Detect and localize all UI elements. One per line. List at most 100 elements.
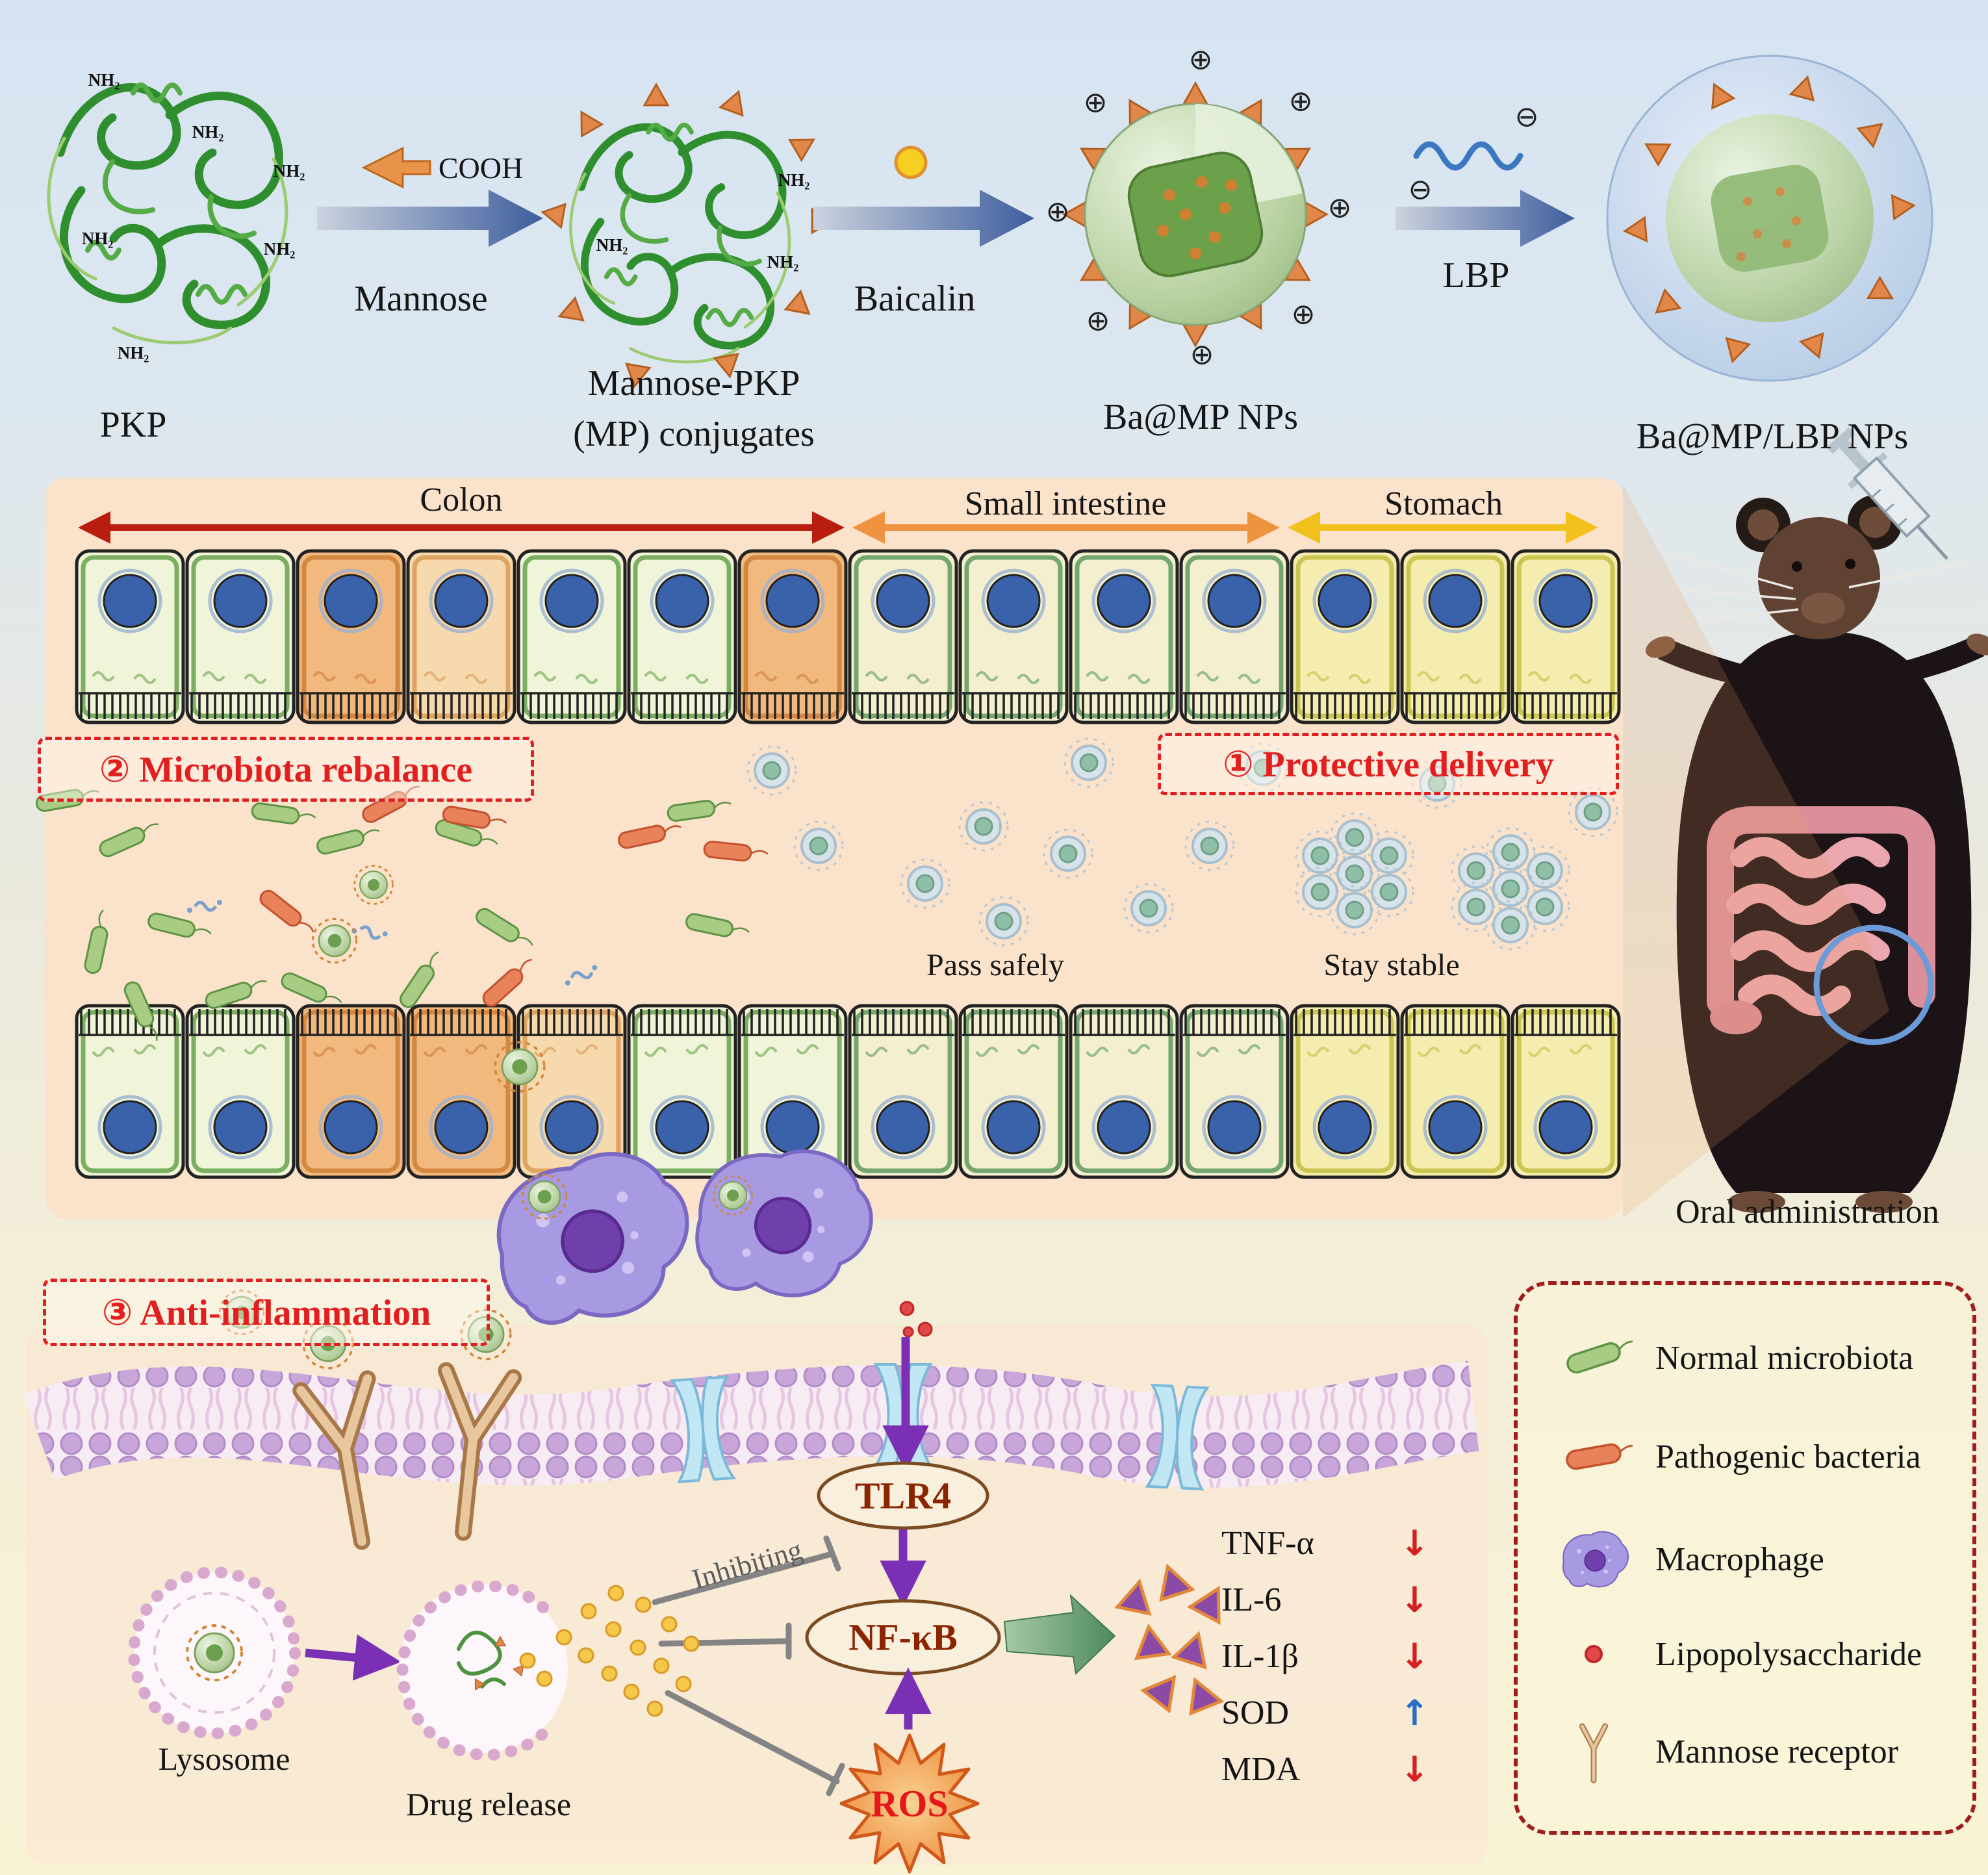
lbp-step-label: LBP bbox=[1442, 255, 1510, 296]
nh2-label: NH₂ bbox=[778, 170, 810, 190]
lysosome-group bbox=[128, 1566, 700, 1761]
protective-delivery-callout: ① Protective delivery bbox=[1158, 733, 1619, 795]
normal-microbiota-icon bbox=[1551, 1331, 1636, 1385]
encapsulated-drug-dots bbox=[1737, 187, 1801, 261]
mouse-head bbox=[1758, 517, 1880, 639]
mannose-cooh-arrow-icon bbox=[361, 146, 431, 189]
mannose-step-label: Mannose bbox=[354, 279, 488, 319]
nh2-label: NH₂ bbox=[596, 235, 628, 255]
plus-charge: ⊕ bbox=[1188, 43, 1213, 77]
marker-name: MDA bbox=[1221, 1751, 1301, 1788]
baicalin-dot-icon bbox=[894, 146, 928, 179]
baicalin-step-label: Baicalin bbox=[854, 279, 976, 319]
legend-item-macrophage: Macrophage bbox=[1551, 1528, 1959, 1590]
bamp-nps-label: Ba@MP NPs bbox=[1102, 397, 1299, 437]
mouse bbox=[1646, 427, 1988, 1213]
lysosome-label: Lysosome bbox=[158, 1741, 290, 1777]
marker-row-il1b: IL-1β ↓ bbox=[1221, 1636, 1429, 1677]
mp-conjugate-label-line1: Mannose-PKP bbox=[587, 363, 800, 403]
legend-label: Pathogenic bacteria bbox=[1655, 1438, 1921, 1475]
lipopolysaccharide-icon bbox=[1551, 1635, 1636, 1674]
bamp-sphere bbox=[1063, 82, 1328, 347]
pathogenic-bacteria-icon bbox=[1551, 1429, 1636, 1484]
nh2-label: NH₂ bbox=[767, 252, 799, 272]
marker-name: TNF-α bbox=[1221, 1525, 1314, 1562]
marker-row-sod: SOD ↑ bbox=[1221, 1692, 1429, 1733]
up-arrow-icon: ↑ bbox=[1399, 1692, 1429, 1733]
microbiota-rebalance-callout: ② Microbiota rebalance bbox=[38, 737, 534, 802]
membrane-proteins bbox=[218, 1289, 1207, 1547]
nh2-label: NH₂ bbox=[88, 70, 120, 90]
tlr4-node bbox=[817, 1461, 989, 1530]
bamplbp-sphere bbox=[1606, 55, 1933, 382]
marker-row-mda: MDA ↓ bbox=[1221, 1749, 1429, 1790]
stay-stable-label: Stay stable bbox=[1323, 948, 1460, 982]
plus-charge: ⊕ bbox=[1291, 298, 1316, 331]
tlr4-label: TLR4 bbox=[854, 1474, 952, 1517]
bamplbp-nps-label: Ba@MP/LBP NPs bbox=[1636, 416, 1909, 457]
pkp-protein bbox=[49, 85, 287, 343]
nh2-label: NH₂ bbox=[117, 343, 149, 363]
pkp-label: PKP bbox=[99, 405, 167, 445]
ros-label: ROS bbox=[871, 1782, 949, 1825]
drug-dots bbox=[519, 1585, 700, 1717]
legend-item-pathogenic-bacteria: Pathogenic bacteria bbox=[1551, 1429, 1959, 1484]
step1-arrow bbox=[317, 190, 543, 247]
syringe-icon bbox=[1826, 427, 1949, 560]
minus-charge: ⊖ bbox=[1514, 100, 1539, 134]
mannose-receptor-icon bbox=[1551, 1718, 1636, 1785]
nh2-label: NH₂ bbox=[192, 122, 224, 142]
lps-dot bbox=[902, 1326, 914, 1338]
nh2-label: NH₂ bbox=[81, 229, 114, 248]
legend-box: Normal microbiota Pathogenic bacteria Ma… bbox=[1514, 1281, 1976, 1835]
legend-item-normal-microbiota: Normal microbiota bbox=[1551, 1331, 1959, 1385]
mouse-intestines bbox=[1707, 806, 1935, 1034]
drug-release-label: Drug release bbox=[405, 1786, 572, 1822]
step2-arrow bbox=[813, 190, 1034, 247]
cytokine-release-arrow bbox=[1003, 1594, 1116, 1676]
marker-name: SOD bbox=[1221, 1694, 1290, 1731]
lps-dot bbox=[899, 1301, 915, 1316]
down-arrow-icon: ↓ bbox=[1399, 1579, 1429, 1620]
ros-burst bbox=[839, 1733, 980, 1874]
lps-dot bbox=[917, 1321, 933, 1337]
legend-label: Macrophage bbox=[1655, 1540, 1824, 1578]
synthesis-row bbox=[49, 55, 1933, 390]
plus-charge: ⊕ bbox=[1288, 84, 1313, 118]
small-intestine-label: Small intestine bbox=[964, 485, 1167, 522]
legend-label: Lipopolysaccharide bbox=[1655, 1635, 1922, 1673]
legend-label: Mannose receptor bbox=[1655, 1733, 1898, 1770]
mp-conjugate-label-line2: (MP) conjugates bbox=[573, 414, 815, 454]
down-arrow-icon: ↓ bbox=[1399, 1749, 1429, 1790]
nh2-label: NH₂ bbox=[263, 239, 296, 259]
cooh-label: COOH bbox=[438, 151, 524, 185]
cell-membrane bbox=[23, 1360, 1479, 1488]
step3-arrow bbox=[1395, 190, 1575, 247]
lbp-chain-icon bbox=[1413, 141, 1523, 171]
down-arrow-icon: ↓ bbox=[1399, 1636, 1429, 1677]
signaling bbox=[652, 1337, 1116, 1796]
marker-name: IL-1β bbox=[1221, 1638, 1299, 1675]
cytokine-triangles bbox=[1114, 1563, 1225, 1716]
nh2-label: NH₂ bbox=[273, 161, 305, 181]
minus-charge: ⊖ bbox=[1408, 173, 1433, 207]
legend-item-mannose-receptor: Mannose receptor bbox=[1551, 1718, 1959, 1785]
down-arrow-icon: ↓ bbox=[1399, 1523, 1429, 1564]
inhibition-lines bbox=[652, 1535, 845, 1796]
plus-charge: ⊕ bbox=[1045, 195, 1070, 229]
mouse-whiskers bbox=[1663, 552, 1969, 625]
colon-label: Colon bbox=[420, 481, 503, 518]
zoom-beam bbox=[1623, 485, 1889, 1218]
plus-charge: ⊕ bbox=[1327, 191, 1352, 225]
stomach-label: Stomach bbox=[1384, 485, 1503, 522]
pass-safely-label: Pass safely bbox=[926, 948, 1064, 982]
anti-inflammation-callout: ③ Anti-inflammation bbox=[43, 1279, 490, 1346]
plus-charge: ⊕ bbox=[1190, 338, 1214, 372]
mouse-right-paw bbox=[1967, 633, 1988, 656]
plus-charge: ⊕ bbox=[1083, 86, 1108, 120]
legend-item-lipopolysaccharide: Lipopolysaccharide bbox=[1551, 1635, 1959, 1674]
cytokine-marker-list: TNF-α ↓ IL-6 ↓ IL-1β ↓ SOD ↑ MDA ↓ bbox=[1221, 1523, 1429, 1790]
nfkb-label: NF-κB bbox=[848, 1616, 958, 1659]
